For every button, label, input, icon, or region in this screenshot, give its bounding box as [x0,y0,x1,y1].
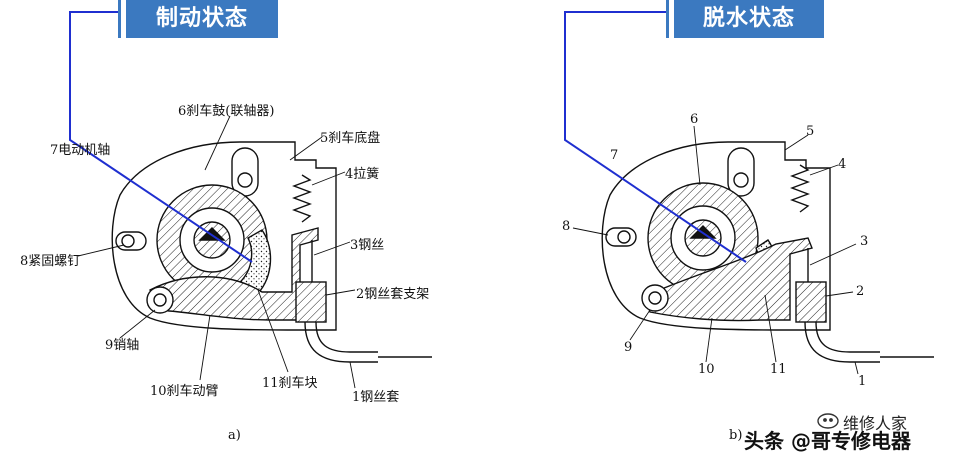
label-b-6: 6 [690,112,699,127]
label-b-8: 8 [562,219,571,234]
sublabel-b: b) [729,428,743,443]
label-drum: 6刹车鼓(联轴器) [178,104,275,119]
sheath-b [804,321,880,363]
label-bracket: 2钢丝套支架 [356,287,430,302]
title-bar-b [666,0,669,38]
label-b-11: 11 [770,362,787,377]
label-b-1: 1 [858,374,867,389]
sheath-inner-a [315,321,378,353]
label-b-7: 7 [610,148,619,163]
label-b-10: 10 [698,362,715,377]
label-spring: 4拉簧 [345,167,380,182]
screw-slot-a [115,231,147,251]
label-b-2: 2 [856,284,865,299]
pointer-a [69,11,253,263]
brake-arm-b [644,237,813,322]
sheath-a [304,321,378,363]
label-arm: 10刹车动臂 [150,384,219,399]
sublabel-a: a) [228,428,241,443]
leaders-b [572,125,859,375]
label-b-3: 3 [860,234,869,249]
label-pin: 9销轴 [105,338,140,353]
pin-a [153,293,167,307]
brake-assembly-b [601,141,934,363]
label-chassis: 5刹车底盘 [320,131,381,146]
screw-b [617,230,631,244]
slot-bolt-a [237,172,253,188]
label-b-4: 4 [838,157,847,172]
label-motor-shaft: 7电动机轴 [50,143,111,158]
label-b-5: 5 [806,124,815,139]
chassis-slot-b [727,147,755,197]
sheath-bracket-b [795,281,827,323]
watermark-line1: 维修人家 [843,414,908,433]
brake-arm-a [149,227,319,321]
brake-assembly-a [111,141,432,363]
pointer-b [564,11,747,263]
spring-a [292,174,312,223]
screw-a [121,234,135,248]
title-bar-a [118,0,121,38]
spring-b [790,164,810,213]
pin-b [648,291,662,305]
label-screw: 8紧固螺钉 [20,254,81,269]
sheath-bracket-a [295,281,327,323]
label-block: 11刹车块 [262,376,318,391]
label-sheath: 1钢丝套 [352,390,400,405]
slot-bolt-b [733,172,749,188]
sheath-inner-b [815,321,880,353]
screw-slot-b [605,227,637,247]
label-wire: 3钢丝 [350,238,385,253]
leaders-a [77,115,356,389]
watermark-line2: 头条 @哥专修电器 [744,429,911,453]
panel-a-title: 制动状态 [126,0,278,38]
label-b-9: 9 [624,340,633,355]
watermark-logo-icon [817,413,839,429]
panel-b-title: 脱水状态 [674,0,824,38]
